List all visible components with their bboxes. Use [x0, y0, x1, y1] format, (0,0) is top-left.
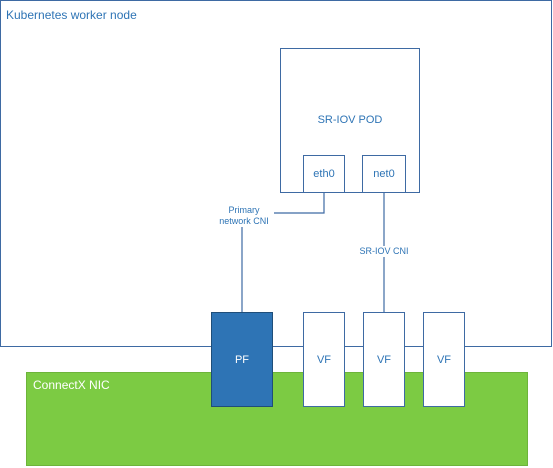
virtual-function-vf-3: VF: [423, 312, 465, 407]
net0-interface: net0: [362, 155, 406, 193]
primary-network-cni-label: Primary network CNI: [214, 205, 274, 227]
physical-function-pf: PF: [211, 312, 273, 407]
kubernetes-worker-node: [0, 0, 552, 347]
virtual-function-vf-2: VF: [363, 312, 405, 407]
primary-cni-line: [241, 193, 325, 312]
primary-cni-line1: Primary: [228, 205, 260, 215]
worker-node-label: Kubernetes worker node: [6, 8, 137, 22]
eth0-interface: eth0: [303, 155, 345, 193]
virtual-function-vf-1: VF: [303, 312, 345, 407]
nic-label: ConnectX NIC: [33, 378, 110, 392]
sriov-cni-label: SR-IOV CNI: [356, 246, 412, 257]
pod-label: SR-IOV POD: [317, 114, 383, 126]
primary-cni-line2: network CNI: [219, 216, 269, 226]
